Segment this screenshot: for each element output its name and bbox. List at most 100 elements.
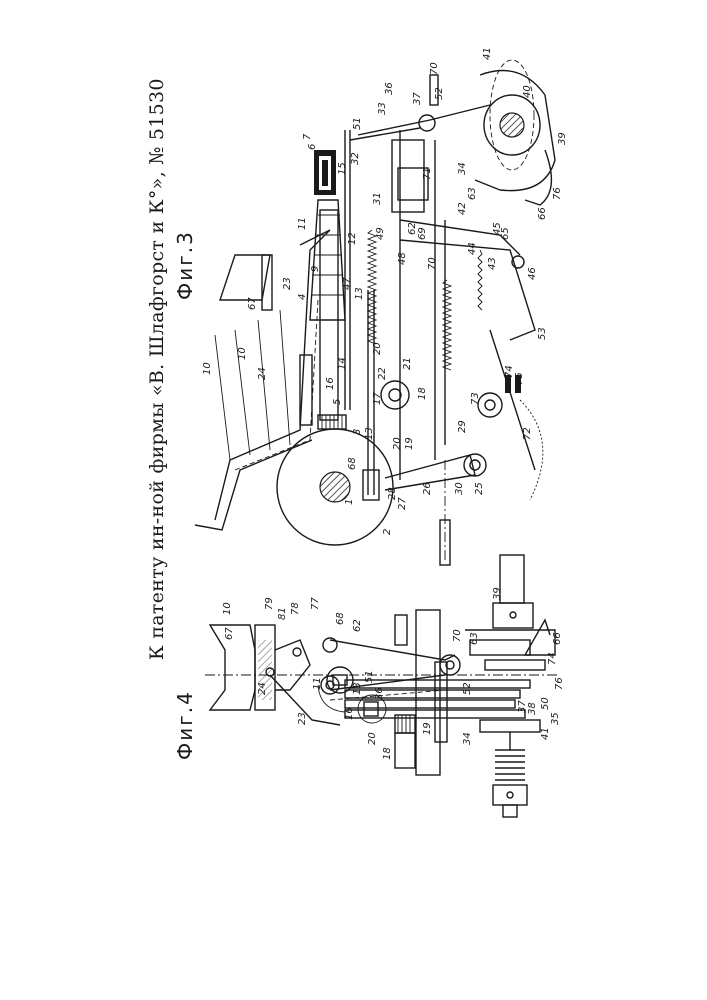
svg-text:26: 26 xyxy=(422,482,433,495)
svg-text:20: 20 xyxy=(367,732,378,745)
svg-text:5: 5 xyxy=(332,399,343,405)
svg-text:71: 71 xyxy=(422,167,433,180)
svg-text:32: 32 xyxy=(350,152,361,165)
svg-text:10: 10 xyxy=(202,362,213,375)
svg-text:3: 3 xyxy=(352,429,363,435)
figure-4-callouts: 10 67 79 81 78 77 68 62 70 63 39 66 74 7… xyxy=(222,587,565,760)
svg-text:29: 29 xyxy=(457,420,468,433)
svg-text:14: 14 xyxy=(337,357,348,370)
svg-text:63: 63 xyxy=(467,187,478,200)
svg-text:66: 66 xyxy=(537,207,548,220)
svg-text:74: 74 xyxy=(547,652,558,665)
svg-text:75: 75 xyxy=(514,372,525,385)
svg-text:45: 45 xyxy=(492,222,503,235)
svg-text:16: 16 xyxy=(325,377,336,390)
svg-text:76: 76 xyxy=(552,187,563,200)
svg-text:52: 52 xyxy=(434,87,445,100)
svg-text:10: 10 xyxy=(237,347,248,360)
svg-text:77: 77 xyxy=(310,597,321,610)
svg-text:68: 68 xyxy=(347,457,358,470)
svg-text:68: 68 xyxy=(335,612,346,625)
svg-text:12: 12 xyxy=(347,232,358,245)
svg-text:15: 15 xyxy=(337,162,348,175)
figure-3-callouts: 6 7 15 32 51 33 36 37 70 52 41 40 39 76 … xyxy=(202,47,568,535)
svg-text:17: 17 xyxy=(372,392,383,405)
svg-text:11: 11 xyxy=(297,217,308,230)
svg-text:48: 48 xyxy=(397,252,408,265)
svg-text:63: 63 xyxy=(469,632,480,645)
svg-text:28: 28 xyxy=(387,487,398,500)
svg-text:62: 62 xyxy=(352,619,363,632)
svg-text:33: 33 xyxy=(377,102,388,115)
svg-text:46: 46 xyxy=(527,267,538,280)
svg-text:70: 70 xyxy=(452,629,463,642)
svg-text:37: 37 xyxy=(412,92,423,105)
svg-text:10: 10 xyxy=(222,602,233,615)
svg-text:37: 37 xyxy=(517,700,528,713)
svg-text:6: 6 xyxy=(307,144,318,150)
svg-text:49: 49 xyxy=(375,227,386,240)
svg-text:7: 7 xyxy=(302,133,313,140)
svg-text:52: 52 xyxy=(462,682,473,695)
svg-text:69: 69 xyxy=(417,227,428,240)
svg-text:4: 4 xyxy=(297,294,308,300)
svg-text:34: 34 xyxy=(462,732,473,745)
svg-text:20: 20 xyxy=(392,437,403,450)
svg-text:43: 43 xyxy=(487,257,498,270)
svg-text:36: 36 xyxy=(384,82,395,95)
svg-text:21: 21 xyxy=(402,357,413,370)
svg-text:70: 70 xyxy=(427,257,438,270)
svg-text:30: 30 xyxy=(454,482,465,495)
svg-text:23: 23 xyxy=(282,277,293,290)
svg-text:41: 41 xyxy=(482,47,493,60)
svg-text:13: 13 xyxy=(354,287,365,300)
svg-text:27: 27 xyxy=(397,497,408,510)
svg-text:44: 44 xyxy=(467,242,478,255)
svg-text:74: 74 xyxy=(504,365,515,378)
svg-text:18: 18 xyxy=(382,747,393,760)
svg-text:62: 62 xyxy=(407,222,418,235)
svg-text:35: 35 xyxy=(550,712,561,725)
svg-text:2: 2 xyxy=(382,529,393,535)
svg-text:11: 11 xyxy=(312,677,323,690)
svg-text:23: 23 xyxy=(297,712,308,725)
svg-text:50: 50 xyxy=(540,697,551,710)
svg-text:39: 39 xyxy=(492,587,503,600)
svg-text:41: 41 xyxy=(540,727,551,740)
svg-text:65: 65 xyxy=(500,227,511,240)
svg-text:78: 78 xyxy=(290,602,301,615)
svg-text:51: 51 xyxy=(352,117,363,130)
svg-text:51: 51 xyxy=(364,670,375,683)
svg-text:42: 42 xyxy=(457,202,468,215)
svg-text:39: 39 xyxy=(557,132,568,145)
svg-text:34: 34 xyxy=(457,162,468,175)
svg-text:24: 24 xyxy=(257,367,268,380)
svg-text:66: 66 xyxy=(552,632,563,645)
svg-text:67: 67 xyxy=(224,627,235,640)
svg-text:16: 16 xyxy=(344,707,355,720)
svg-text:40: 40 xyxy=(522,85,533,98)
svg-text:13: 13 xyxy=(352,682,363,695)
figure-4-drawing xyxy=(205,554,560,818)
svg-text:38: 38 xyxy=(527,702,538,715)
svg-text:18: 18 xyxy=(417,387,428,400)
svg-text:81: 81 xyxy=(277,607,288,620)
svg-text:73: 73 xyxy=(470,392,481,405)
svg-text:36: 36 xyxy=(374,687,385,700)
svg-text:1: 1 xyxy=(344,499,355,505)
svg-text:72: 72 xyxy=(522,427,533,440)
svg-text:47: 47 xyxy=(342,277,353,290)
svg-text:13: 13 xyxy=(364,427,375,440)
svg-text:70: 70 xyxy=(429,62,440,75)
svg-text:53: 53 xyxy=(537,327,548,340)
svg-text:22: 22 xyxy=(377,367,388,380)
svg-text:76: 76 xyxy=(554,677,565,690)
svg-text:67: 67 xyxy=(247,297,258,310)
svg-text:79: 79 xyxy=(264,597,275,610)
svg-text:25: 25 xyxy=(474,482,485,495)
svg-text:9: 9 xyxy=(310,266,321,272)
svg-text:31: 31 xyxy=(372,192,383,205)
shaft-1 xyxy=(319,471,351,503)
svg-text:19: 19 xyxy=(404,437,415,450)
